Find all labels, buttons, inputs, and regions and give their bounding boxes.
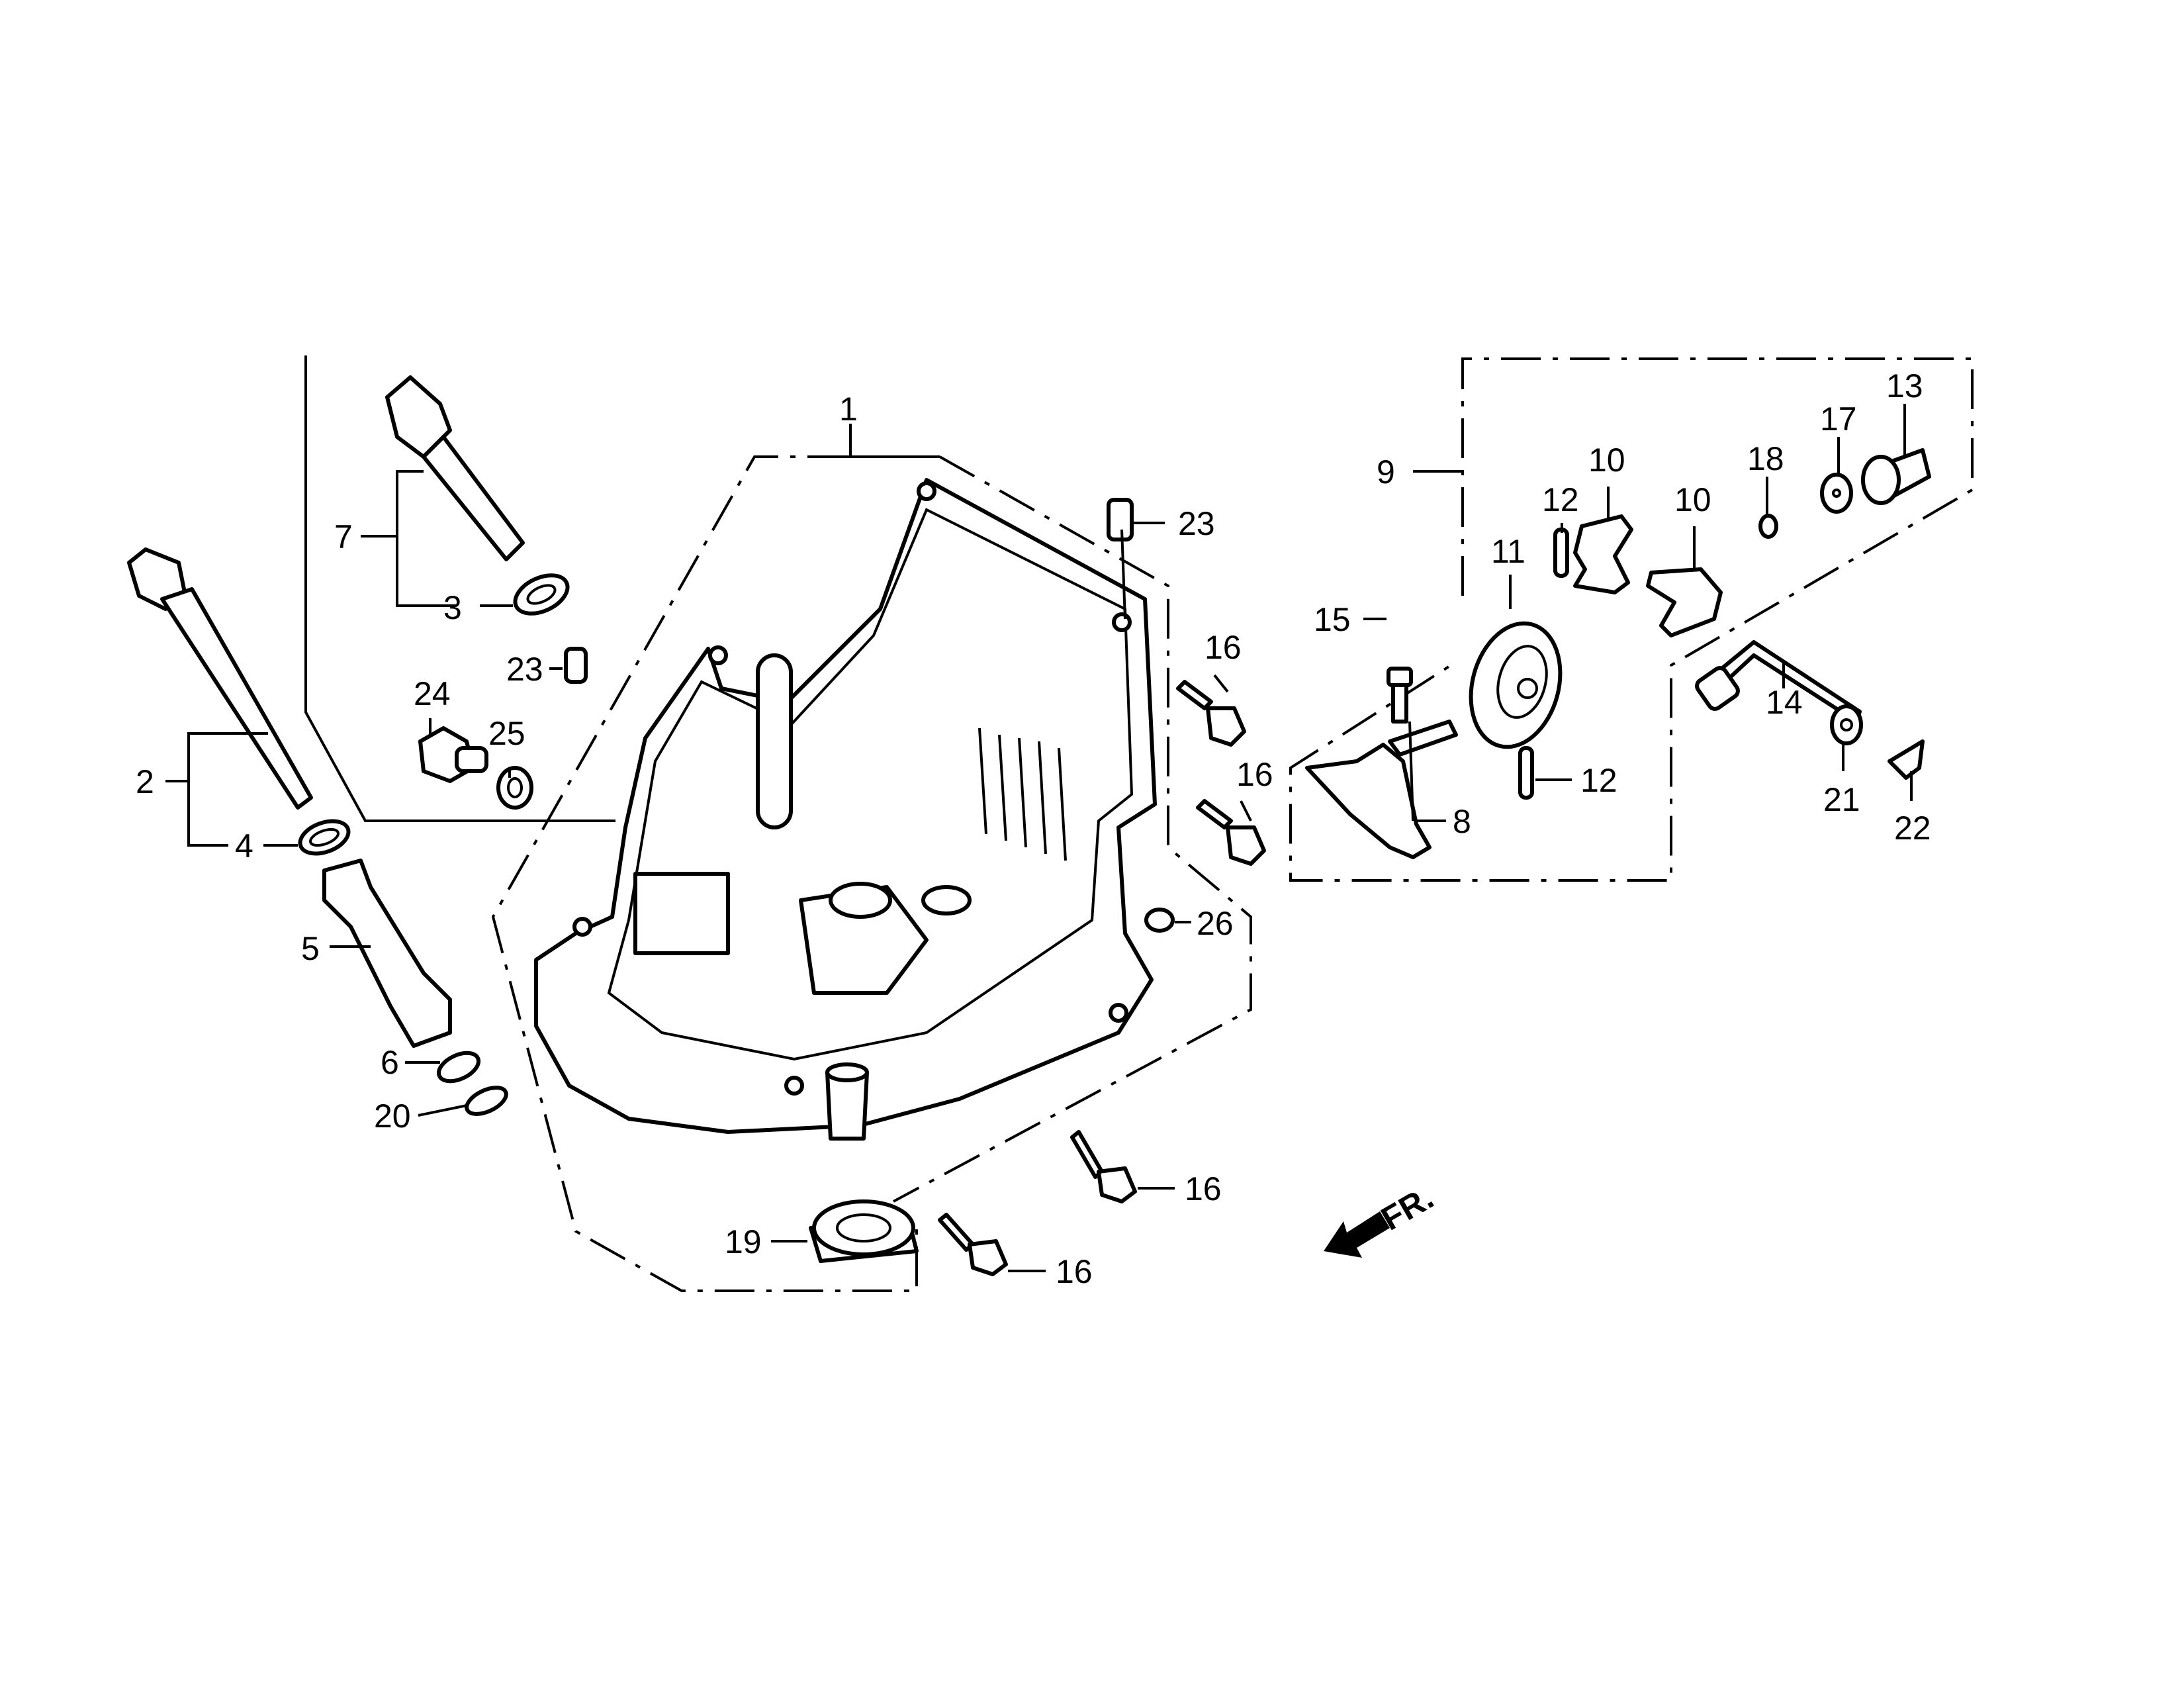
group-bracket-dipstick-short bbox=[304, 355, 615, 822]
dowel-pin-23-left bbox=[564, 647, 588, 684]
governor-slider-13 bbox=[1861, 448, 1931, 505]
callout-16-upper: 16 bbox=[1205, 629, 1242, 666]
callout-12-lower: 12 bbox=[1580, 762, 1617, 799]
clip-18 bbox=[1758, 514, 1778, 539]
flange-bolt-16-upper bbox=[1176, 680, 1246, 747]
callout-8: 8 bbox=[1453, 803, 1471, 840]
o-ring-20 bbox=[465, 1086, 508, 1116]
oil-seal-19 bbox=[809, 1199, 919, 1263]
callout-25: 25 bbox=[488, 715, 525, 752]
callout-15: 15 bbox=[1314, 601, 1351, 638]
callout-16-lower-left: 16 bbox=[1056, 1253, 1093, 1290]
governor-holder-8 bbox=[1305, 720, 1458, 859]
callout-9: 9 bbox=[1377, 453, 1395, 491]
sealing-washer-25 bbox=[496, 766, 533, 810]
callout-23-left: 23 bbox=[506, 651, 543, 688]
washer-21 bbox=[1830, 704, 1863, 745]
flange-bolt-16-lower-right bbox=[1070, 1130, 1137, 1203]
governor-gear-11 bbox=[1469, 621, 1563, 749]
callout-16-lower-right: 16 bbox=[1185, 1170, 1222, 1207]
callout-20: 20 bbox=[374, 1098, 411, 1135]
callout-26: 26 bbox=[1197, 905, 1234, 942]
oil-dipstick-short bbox=[385, 375, 525, 561]
o-ring-6 bbox=[437, 1051, 480, 1084]
flange-bolt-15 bbox=[1387, 667, 1414, 821]
oil-seal-26 bbox=[1144, 908, 1175, 933]
callout-3: 3 bbox=[443, 589, 462, 626]
washer-17 bbox=[1820, 473, 1853, 514]
callout-22: 22 bbox=[1894, 810, 1931, 847]
flange-bolt-16-mid bbox=[1196, 799, 1266, 866]
flange-bolt-16-lower-left bbox=[938, 1213, 1008, 1276]
o-ring-4 bbox=[298, 819, 351, 856]
callout-17: 17 bbox=[1820, 400, 1857, 438]
oil-filler-pipe bbox=[322, 859, 452, 1048]
governor-weight-10-right bbox=[1646, 567, 1723, 637]
callout-5: 5 bbox=[301, 930, 320, 967]
callout-21: 21 bbox=[1823, 781, 1860, 818]
governor-holder-pin-12-lower bbox=[1518, 746, 1534, 800]
leader-lines bbox=[165, 404, 1913, 1272]
callout-19: 19 bbox=[725, 1223, 762, 1260]
oil-dipstick-long bbox=[127, 547, 313, 810]
group-bracket-governor bbox=[1289, 357, 1974, 882]
callout-10-right: 10 bbox=[1674, 481, 1711, 518]
governor-weight-pin-12-upper bbox=[1553, 528, 1569, 578]
callout-13: 13 bbox=[1886, 367, 1923, 404]
o-ring-3 bbox=[513, 573, 570, 616]
callout-12-upper: 12 bbox=[1542, 481, 1579, 518]
front-direction-arrow-icon bbox=[1324, 1211, 1390, 1258]
callout-6: 6 bbox=[381, 1044, 399, 1081]
callout-11: 11 bbox=[1491, 533, 1525, 570]
callout-23-right: 23 bbox=[1178, 505, 1215, 542]
governor-weight-10-left bbox=[1573, 514, 1633, 594]
group-bracket-crankcase-cover bbox=[491, 455, 1252, 1292]
callout-10-left: 10 bbox=[1588, 442, 1625, 479]
callout-16-mid: 16 bbox=[1236, 756, 1273, 793]
callout-18: 18 bbox=[1747, 440, 1784, 477]
callout-labels: 1 2 3 4 5 6 7 8 9 10 10 11 12 12 13 14 1… bbox=[136, 367, 1931, 1290]
callout-2: 2 bbox=[136, 763, 154, 800]
dowel-pin-23-right bbox=[1107, 498, 1134, 541]
callout-4: 4 bbox=[235, 827, 253, 865]
callout-14: 14 bbox=[1766, 684, 1803, 721]
drain-plug-bolt-24 bbox=[418, 726, 488, 783]
callout-1: 1 bbox=[839, 391, 858, 428]
callout-7: 7 bbox=[334, 518, 353, 555]
callout-24: 24 bbox=[414, 675, 451, 712]
retainer-clip-22 bbox=[1888, 739, 1925, 780]
crankcase-cover bbox=[534, 478, 1157, 1141]
